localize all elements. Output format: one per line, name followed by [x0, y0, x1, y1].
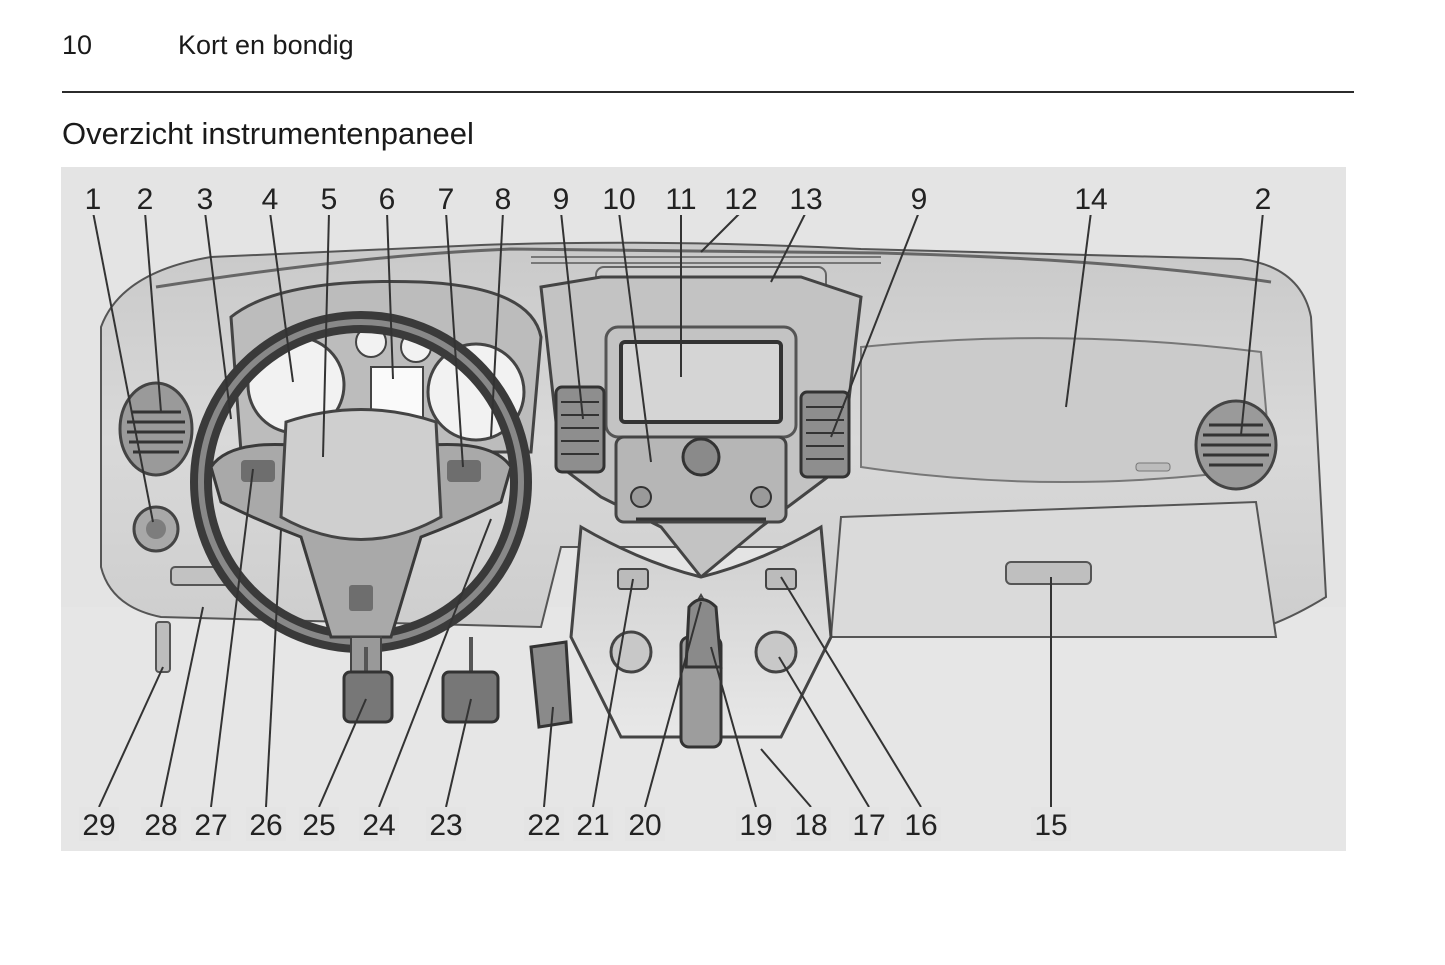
callout-bottom-0: 29: [82, 809, 115, 842]
header-rule: [62, 91, 1354, 93]
callout-top-9: 10: [602, 183, 635, 216]
callout-bottom-12: 17: [852, 809, 885, 842]
callout-bottom-11: 18: [794, 809, 827, 842]
callout-bottom-5: 24: [362, 809, 395, 842]
accelerator-pedal: [529, 640, 573, 729]
left-air-vent: [118, 381, 194, 477]
callout-top-8: 9: [553, 183, 570, 216]
callout-bottom-9: 20: [628, 809, 661, 842]
page-number: 10: [62, 30, 93, 60]
callout-lines-bottom: [98, 468, 1052, 808]
callout-bottom-8: 21: [576, 809, 609, 842]
callout-top-12: 13: [789, 183, 822, 216]
callout-bottom-14: 15: [1034, 809, 1067, 842]
callout-bottom-2: 27: [194, 809, 227, 842]
callout-bottom-7: 22: [527, 809, 560, 842]
callout-lines-top: [92, 211, 1264, 523]
callout-bottom-1: 28: [144, 809, 177, 842]
callout-top-14: 14: [1074, 183, 1107, 216]
callout-top-4: 5: [321, 183, 338, 216]
callout-top-3: 4: [262, 183, 279, 216]
callout-top-2: 3: [197, 183, 214, 216]
callout-top-13: 9: [911, 183, 928, 216]
brake-pedal: [441, 637, 500, 724]
center-left-vent: [554, 385, 606, 474]
callout-top-11: 12: [724, 183, 757, 216]
callout-top-5: 6: [379, 183, 396, 216]
audio-controls: [614, 435, 788, 524]
callout-top-6: 7: [438, 183, 455, 216]
callout-top-7: 8: [495, 183, 512, 216]
callout-bottom-13: 16: [904, 809, 937, 842]
clutch-pedal: [342, 647, 394, 724]
callout-top-0: 1: [85, 183, 102, 216]
info-display: [619, 340, 783, 424]
callout-top-10: 11: [665, 183, 696, 216]
page-heading: Overzicht instrumentenpaneel: [62, 116, 474, 151]
callout-bottom-3: 26: [249, 809, 282, 842]
defrost-vent: [531, 256, 881, 264]
callout-top-1: 2: [137, 183, 154, 216]
callout-bottom-10: 19: [739, 809, 772, 842]
driver-airbag: [279, 408, 443, 541]
callout-top-15: 2: [1255, 183, 1272, 216]
bonnet-release: [155, 621, 171, 673]
gear-lever: [679, 598, 723, 749]
center-right-vent: [799, 390, 851, 479]
callout-bottom-4: 25: [302, 809, 335, 842]
section-title: Kort en bondig: [178, 30, 354, 60]
right-air-vent: [1194, 399, 1278, 491]
callout-bottom-6: 23: [429, 809, 462, 842]
